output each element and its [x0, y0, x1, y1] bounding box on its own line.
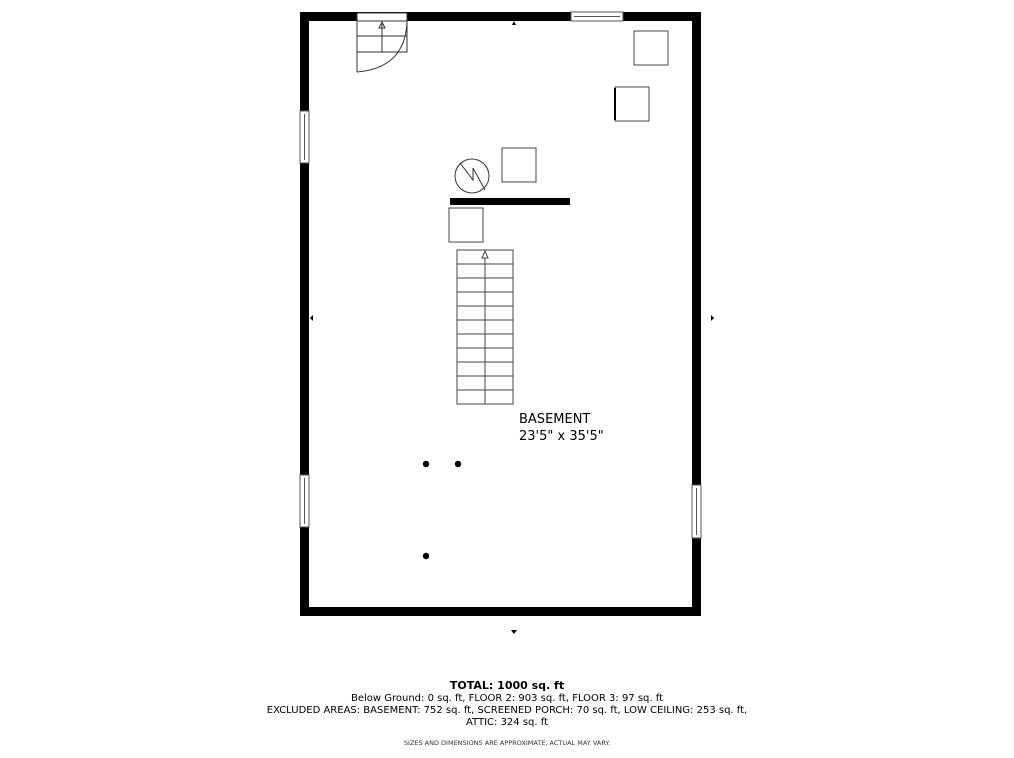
room-dimensions: 23'5" x 35'5"	[519, 429, 604, 444]
exterior-walls	[300, 12, 701, 616]
disclaimer: SIZES AND DIMENSIONS ARE APPROXIMATE, AC…	[403, 739, 611, 747]
support-post	[454, 460, 462, 468]
window-left-lower	[299, 474, 310, 528]
room-label: BASEMENT 23'5" x 35'5"	[519, 411, 604, 445]
upper-stairs	[356, 12, 408, 73]
excluded-areas-cont: ATTIC: 324 sq. ft	[465, 717, 549, 728]
window-right	[691, 484, 702, 539]
water-heater-icon	[454, 158, 490, 194]
marker-bottom-icon	[511, 630, 517, 634]
window-top	[570, 11, 624, 22]
total-area: TOTAL: 1000 sq. ft	[449, 679, 565, 692]
marker-top-icon	[512, 21, 516, 25]
support-post	[422, 460, 430, 468]
room-name: BASEMENT	[519, 412, 591, 427]
main-stairs	[456, 249, 514, 405]
marker-left-icon	[310, 315, 313, 321]
marker-right-icon	[711, 315, 714, 321]
appliance-box	[448, 30, 669, 243]
support-post	[422, 552, 430, 560]
window-left-upper	[299, 110, 310, 164]
excluded-areas: EXCLUDED AREAS: BASEMENT: 752 sq. ft, SC…	[266, 705, 748, 716]
interior-wall	[450, 198, 570, 205]
floor-areas: Below Ground: 0 sq. ft, FLOOR 2: 903 sq.…	[350, 693, 664, 704]
